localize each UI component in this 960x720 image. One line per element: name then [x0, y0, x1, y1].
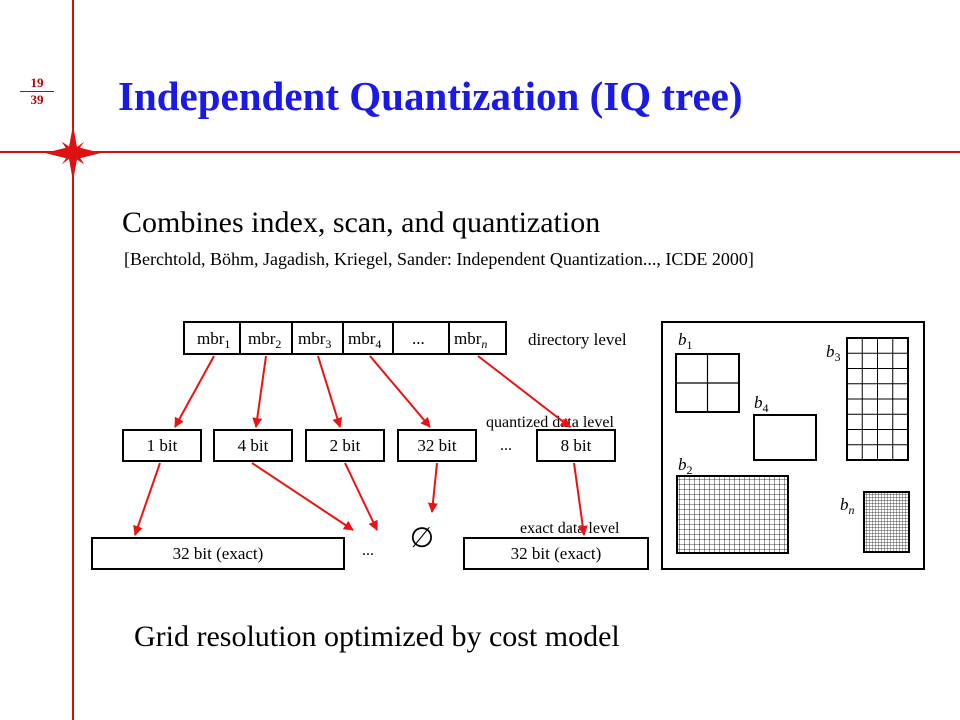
grid-label-bn: bn: [840, 495, 855, 517]
dir-cell-3: mbr3: [298, 329, 331, 351]
bottom-text: Grid resolution optimized by cost model: [134, 620, 620, 653]
arrow-q4-to-empty: [427, 462, 438, 513]
quantized-box-3: [305, 429, 385, 462]
exact-ellipsis: ...: [362, 542, 374, 559]
directory-box: [183, 321, 507, 355]
quantized-label-2: 4 bit: [238, 436, 269, 455]
quantized-box-5: [536, 429, 616, 462]
exact-label-1: 32 bit (exact): [173, 544, 264, 563]
exact-box-2: [463, 537, 649, 570]
exact-level-label: exact data level: [520, 520, 620, 537]
grid-label-b1: b1: [678, 330, 693, 352]
arrow-q3-to-exact: [344, 462, 378, 531]
dir-cell-4: mbr4: [348, 329, 381, 351]
quantized-ellipsis: ...: [500, 437, 512, 454]
grid-b3: [846, 337, 909, 461]
dir-cell-n: mbrn: [454, 329, 487, 351]
grid-label-b4: b4: [754, 393, 769, 415]
arrow-q1-to-exact1: [133, 462, 161, 536]
grid-label-b2: b2: [678, 455, 693, 477]
grid-b4: [753, 414, 817, 461]
quantized-label-1: 1 bit: [147, 436, 178, 455]
vertical-accent-line: [72, 0, 74, 720]
empty-set-symbol: ∅: [410, 523, 434, 554]
quantized-level-label: quantized data level: [486, 414, 614, 431]
page-current: 19: [20, 76, 54, 92]
horizontal-accent-line: [0, 151, 960, 153]
slide-subtitle: Combines index, scan, and quantization: [122, 206, 601, 239]
reference-citation: [Berchtold, Böhm, Jagadish, Kriegel, San…: [124, 249, 754, 269]
directory-level-label: directory level: [528, 330, 627, 349]
exact-box-1: [91, 537, 345, 570]
pointer-arrows: [133, 355, 588, 536]
arrow-q5-to-exact2: [573, 462, 588, 536]
slide-title: Independent Quantization (IQ tree): [118, 73, 743, 119]
grid-b2: [676, 475, 789, 554]
page-number: 19 39: [20, 76, 54, 107]
arrow-q2-to-exact: [251, 462, 354, 531]
grid-b1: [675, 353, 740, 413]
quantized-label-5: 8 bit: [561, 436, 592, 455]
dir-cell-2: mbr2: [248, 329, 281, 351]
star-icon: [45, 125, 101, 181]
page-total: 39: [30, 92, 44, 107]
dir-cell-1: mbr1: [197, 329, 230, 351]
arrow-mbr3-to-q3: [317, 355, 343, 428]
quantized-box-1: [122, 429, 202, 462]
quantized-box-4: [397, 429, 477, 462]
arrow-mbr4-to-q4: [369, 355, 431, 428]
quantized-label-3: 2 bit: [330, 436, 361, 455]
arrow-mbr2-to-q2: [252, 355, 267, 428]
dir-cell-ellipsis: ...: [412, 329, 425, 348]
arrow-mbr1-to-q1: [174, 355, 215, 428]
arrow-mbrn-to-q5: [477, 355, 571, 428]
grid-label-b3: b3: [826, 342, 841, 364]
directory-node: mbr1 mbr2 mbr3 mbr4 ... mbrn: [183, 321, 507, 355]
quantized-label-4: 32 bit: [417, 436, 456, 455]
grid-panel: b1 b4 b3 b2 bn: [661, 321, 925, 570]
grid-bn: [863, 491, 910, 553]
quantized-box-2: [213, 429, 293, 462]
exact-label-2: 32 bit (exact): [511, 544, 602, 563]
